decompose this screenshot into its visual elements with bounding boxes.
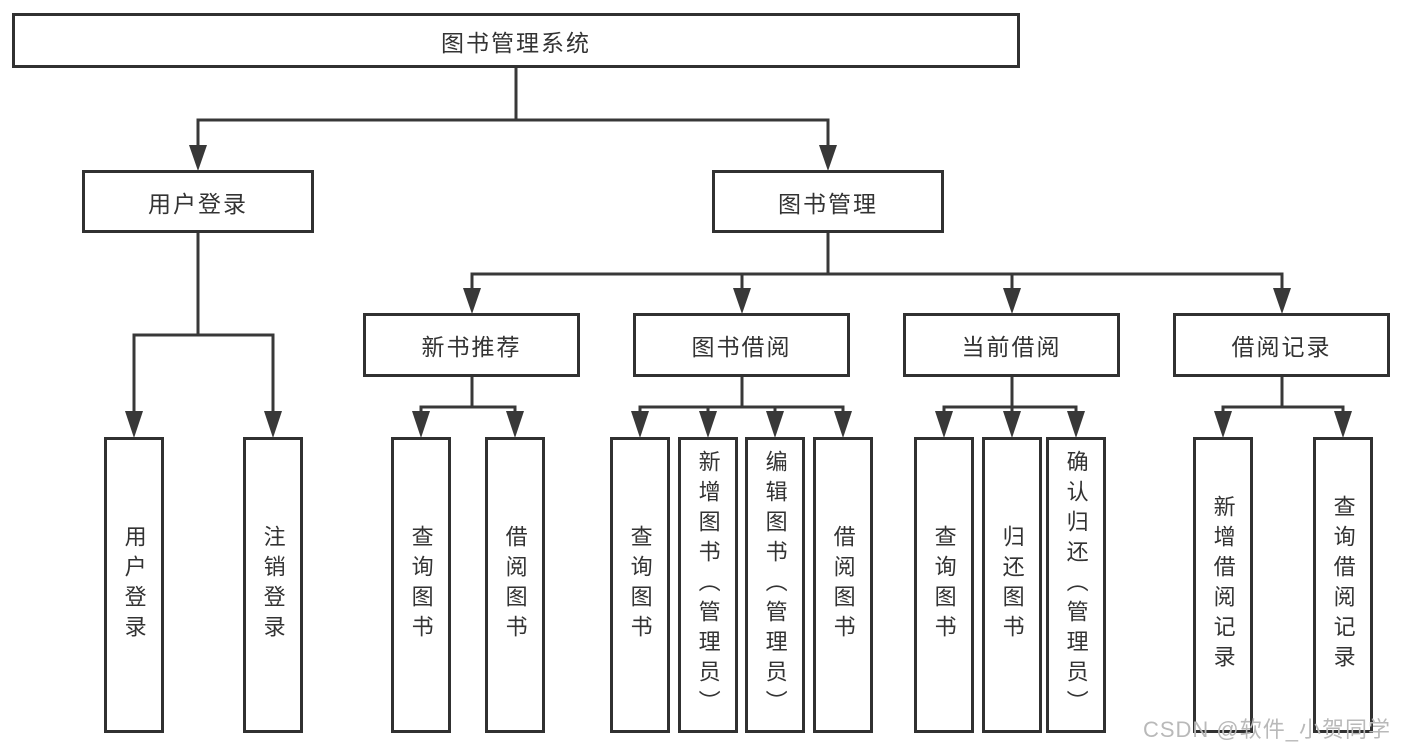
leaf-label: 确认归还（管理员） [1063,450,1089,720]
node-new-book-recommendation: 新书推荐 [363,313,580,377]
leaf-borrow-books-borrowing: 借阅图书 [813,437,873,733]
leaf-confirm-return-admin: 确认归还（管理员） [1046,437,1106,733]
leaf-user-login: 用户登录 [104,437,164,733]
leaf-label: 新增借阅记录 [1210,495,1236,675]
leaf-label: 注销登录 [260,525,286,645]
node-current-borrowing: 当前借阅 [903,313,1120,377]
leaf-add-borrow-record: 新增借阅记录 [1193,437,1253,733]
node-book-borrowing: 图书借阅 [633,313,850,377]
leaf-query-borrow-record: 查询借阅记录 [1313,437,1373,733]
node-label: 图书管理 [778,190,878,217]
leaf-label: 用户登录 [121,525,147,645]
node-borrowing-records: 借阅记录 [1173,313,1390,377]
csdn-watermark: CSDN @软件_小贺同学 [1142,717,1391,742]
leaf-query-books-recommend: 查询图书 [391,437,451,733]
node-book-management: 图书管理 [712,170,944,233]
node-library-management-system: 图书管理系统 [12,13,1020,68]
leaf-label: 编辑图书（管理员） [762,450,788,720]
leaf-label: 归还图书 [999,525,1025,645]
leaf-label: 查询借阅记录 [1330,495,1356,675]
node-label: 用户登录 [148,190,248,217]
node-label: 新书推荐 [421,334,522,360]
leaf-label: 借阅图书 [502,525,528,645]
leaf-query-books-current: 查询图书 [914,437,974,733]
node-label: 图书借阅 [691,334,792,360]
leaf-label: 查询图书 [408,525,434,645]
leaf-add-books-admin: 新增图书（管理员） [678,437,738,733]
leaf-query-books-borrowing: 查询图书 [610,437,670,733]
node-label: 借阅记录 [1231,334,1332,360]
leaf-borrow-books-recommend: 借阅图书 [485,437,545,733]
leaf-logout: 注销登录 [243,437,303,733]
leaf-edit-books-admin: 编辑图书（管理员） [745,437,805,733]
node-label: 当前借阅 [961,334,1062,360]
leaf-label: 新增图书（管理员） [695,450,721,720]
leaf-return-books: 归还图书 [982,437,1042,733]
leaf-label: 借阅图书 [830,525,856,645]
leaf-label: 查询图书 [627,525,653,645]
leaf-label: 查询图书 [931,525,957,645]
node-label: 图书管理系统 [441,29,591,56]
node-user-login: 用户登录 [82,170,314,233]
